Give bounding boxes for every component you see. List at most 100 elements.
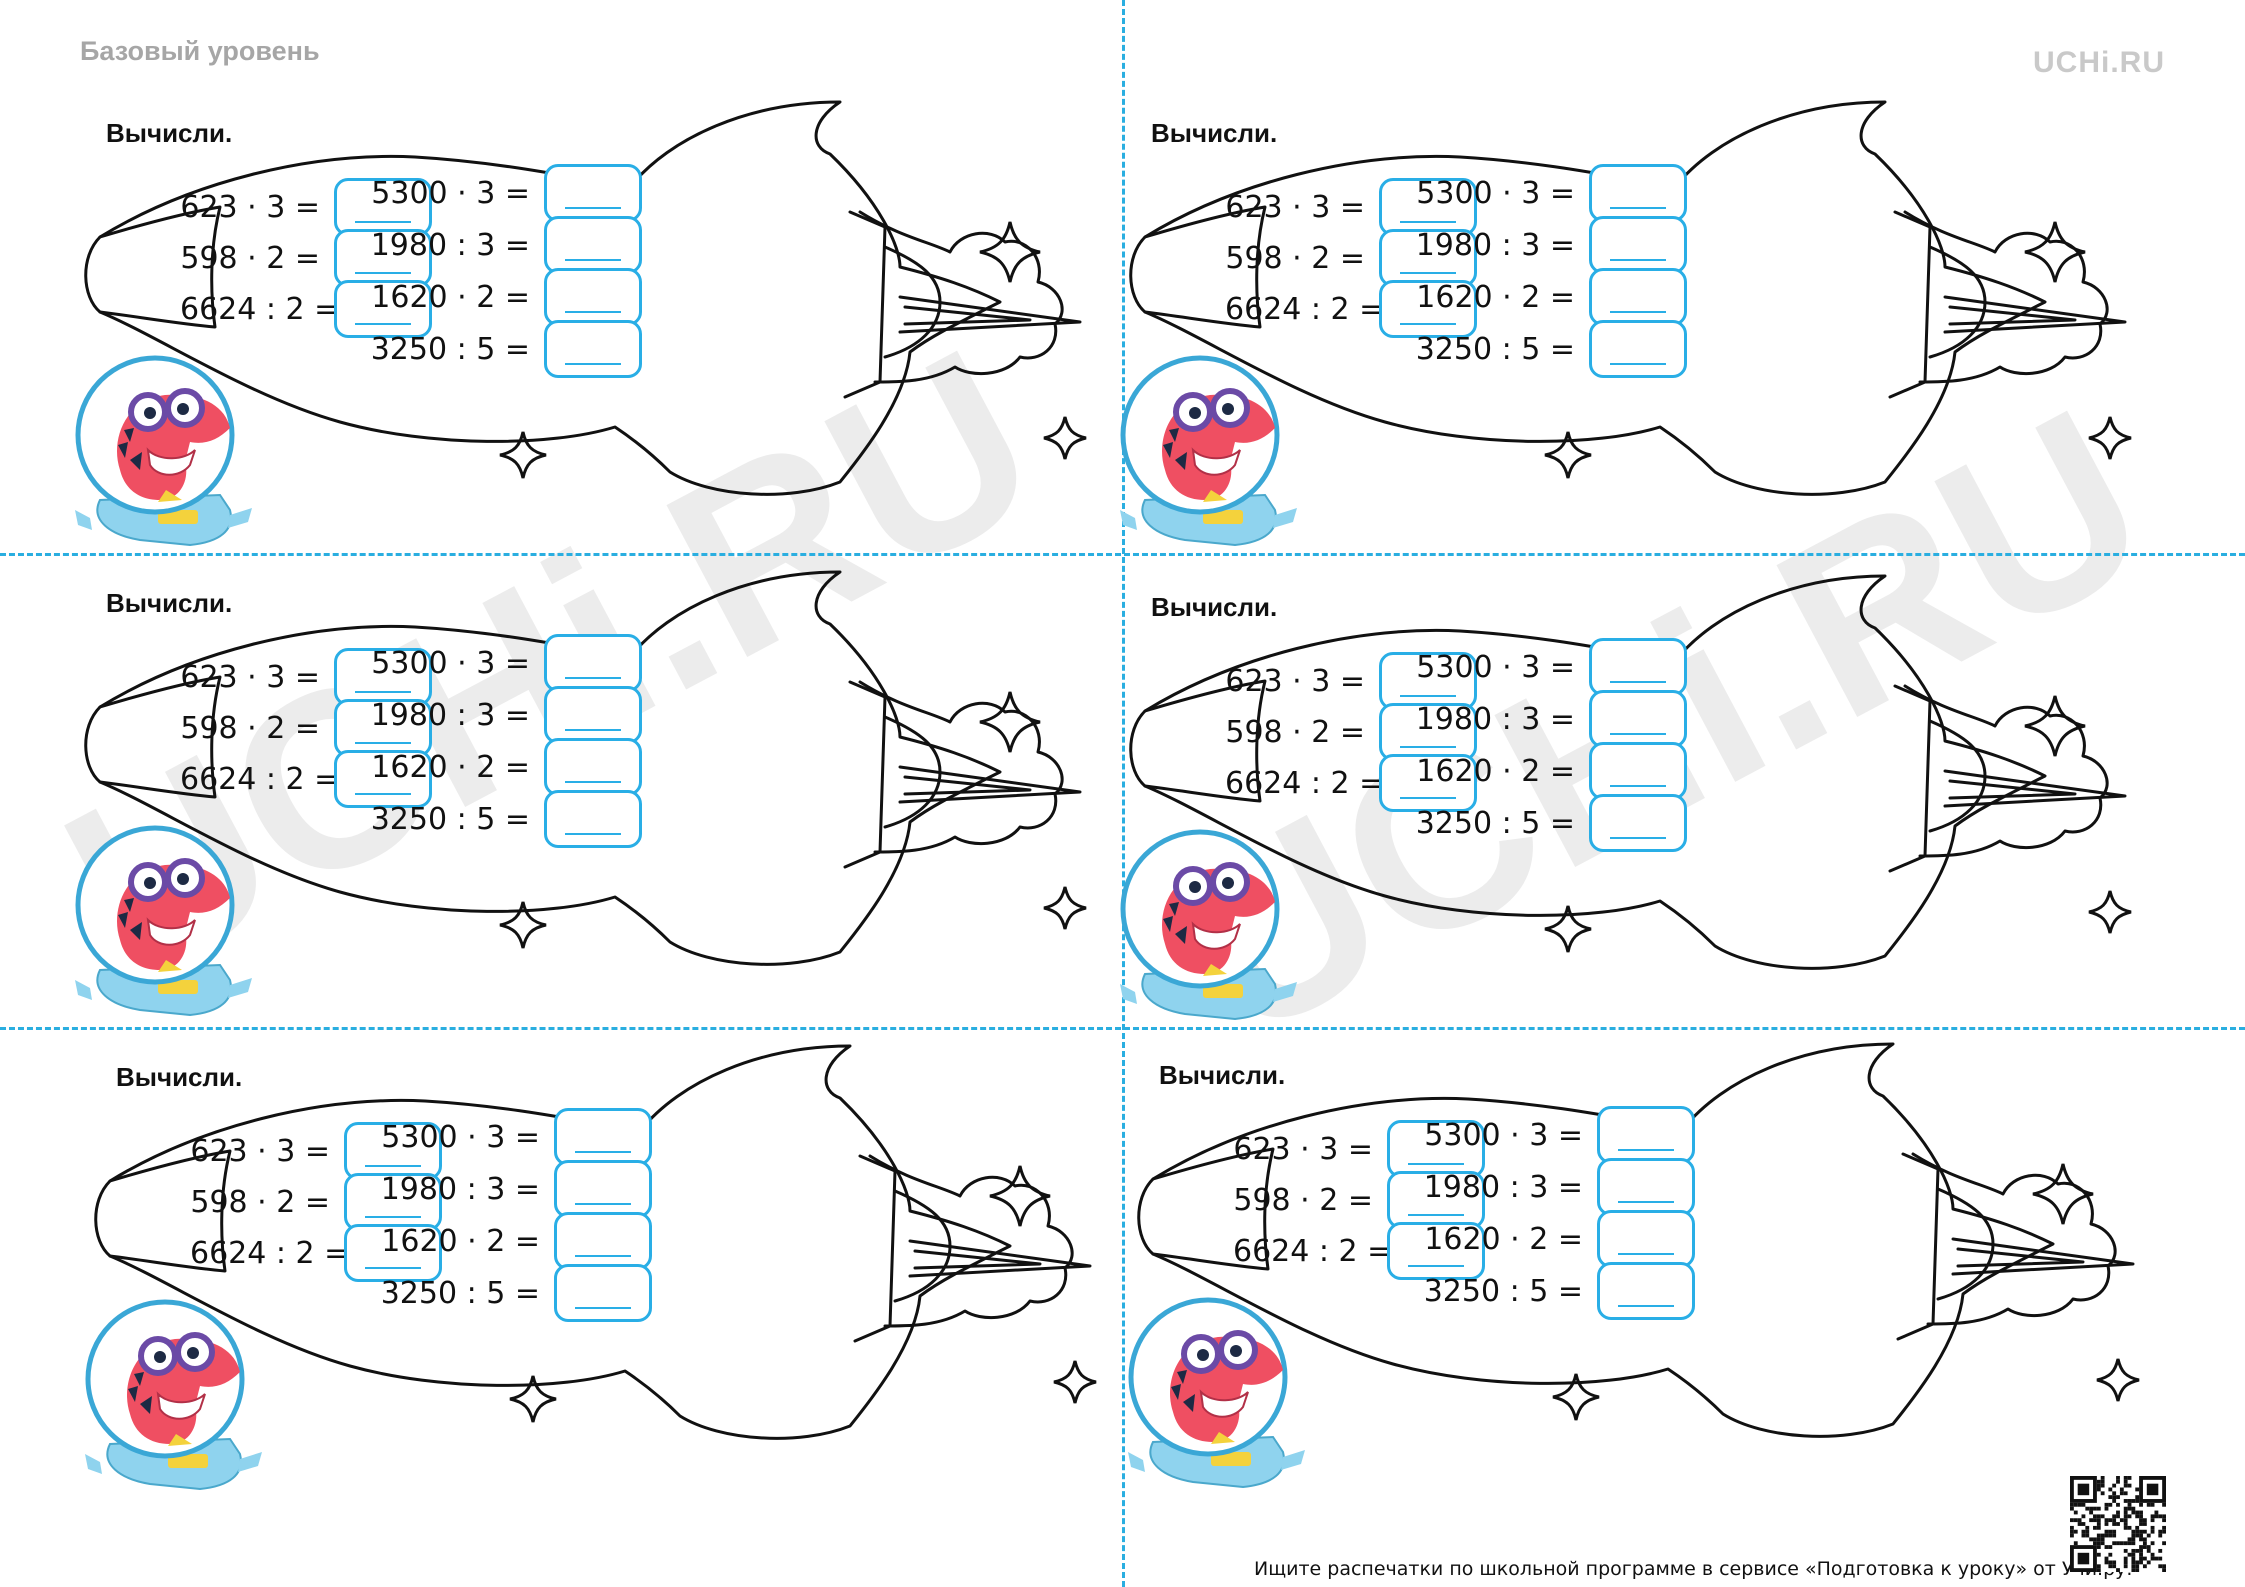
equation-text: 3250 : 5 = <box>1415 805 1575 841</box>
equation-row: 598 · 2 = <box>1225 703 1477 761</box>
answer-box[interactable] <box>544 686 642 744</box>
equation-text: 5300 · 3 = <box>371 645 530 681</box>
answer-box[interactable] <box>1589 268 1687 326</box>
answer-box[interactable] <box>1379 280 1477 338</box>
equation-row: 1980 : 3 = <box>1423 1158 1695 1216</box>
equation-text: 598 · 2 = <box>1233 1182 1373 1218</box>
task-card: Вычисли. 623 · 3 =598 · 2 =6624 : 2 =530… <box>1115 536 2235 1021</box>
equation-text: 1620 · 2 = <box>1424 1221 1583 1257</box>
equation-text: 3250 : 5 = <box>1415 331 1575 367</box>
answer-box[interactable] <box>334 280 432 338</box>
equation-text: 5300 · 3 = <box>1416 649 1575 685</box>
equation-text: 598 · 2 = <box>1225 714 1365 750</box>
equation-row: 1620 · 2 = <box>1423 1210 1695 1268</box>
equation-row: 3250 : 5 = <box>1415 794 1687 852</box>
answer-box[interactable] <box>1597 1158 1695 1216</box>
equation-row: 1620 · 2 = <box>1415 268 1687 326</box>
equation-text: 5300 · 3 = <box>381 1119 540 1155</box>
equation-text: 6624 : 2 = <box>1225 765 1385 801</box>
answer-box[interactable] <box>1597 1262 1695 1320</box>
answer-box[interactable] <box>1387 1222 1485 1280</box>
equation-row: 3250 : 5 = <box>370 320 642 378</box>
answer-box[interactable] <box>544 738 642 796</box>
equation-row: 623 · 3 = <box>180 648 432 706</box>
equation-text: 5300 · 3 = <box>371 175 530 211</box>
equation-row: 5300 · 3 = <box>1423 1106 1695 1164</box>
equation-row: 598 · 2 = <box>180 229 432 287</box>
equation-row: 1620 · 2 = <box>1415 742 1687 800</box>
answer-box[interactable] <box>344 1224 442 1282</box>
answer-box[interactable] <box>334 648 432 706</box>
answer-box[interactable] <box>554 1264 652 1322</box>
answer-box[interactable] <box>544 320 642 378</box>
equation-text: 598 · 2 = <box>180 240 320 276</box>
answer-box[interactable] <box>1387 1120 1485 1178</box>
equation-text: 623 · 3 = <box>1233 1131 1373 1167</box>
equation-row: 1980 : 3 = <box>1415 216 1687 274</box>
equation-text: 1980 : 3 = <box>1415 227 1575 263</box>
rocket-outline <box>84 100 1087 496</box>
answer-box[interactable] <box>1589 742 1687 800</box>
qr-code-icon[interactable] <box>2070 1476 2166 1572</box>
equation-text: 1620 · 2 = <box>1416 279 1575 315</box>
answer-box[interactable] <box>544 164 642 222</box>
task-title: Вычисли. <box>1151 118 1278 148</box>
answer-box[interactable] <box>1379 754 1477 812</box>
task-card: Вычисли. 623 · 3 =598 · 2 =6624 : 2 =530… <box>70 62 1190 547</box>
equation-row: 623 · 3 = <box>1225 178 1477 236</box>
equation-text: 6624 : 2 = <box>1233 1233 1393 1269</box>
equation-text: 3250 : 5 = <box>370 801 530 837</box>
answer-box[interactable] <box>544 268 642 326</box>
equation-text: 5300 · 3 = <box>1424 1117 1583 1153</box>
footer-note: Ищите распечатки по школьной программе в… <box>1254 1558 2133 1580</box>
cut-line-vertical <box>1122 0 1125 1587</box>
equation-row: 5300 · 3 = <box>1415 164 1687 222</box>
level-label: Базовый уровень <box>80 36 320 66</box>
equation-text: 5300 · 3 = <box>1416 175 1575 211</box>
answer-box[interactable] <box>544 634 642 692</box>
answer-box[interactable] <box>544 790 642 848</box>
equation-text: 1980 : 3 = <box>370 697 530 733</box>
equation-row: 1620 · 2 = <box>370 738 642 796</box>
cut-line-horizontal <box>0 1027 2245 1030</box>
answer-box[interactable] <box>554 1108 652 1166</box>
equation-row: 6624 : 2 = <box>1225 280 1477 338</box>
equation-row: 623 · 3 = <box>180 178 432 236</box>
equation-row: 598 · 2 = <box>1225 229 1477 287</box>
equation-row: 3250 : 5 = <box>1415 320 1687 378</box>
answer-box[interactable] <box>1589 320 1687 378</box>
task-title: Вычисли. <box>1159 1060 1286 1090</box>
rocket-outline <box>1137 1042 2140 1438</box>
equation-text: 1620 · 2 = <box>1416 753 1575 789</box>
answer-box[interactable] <box>544 216 642 274</box>
task-card: Вычисли. 623 · 3 = 598 · 2 = 6624 : 2 = 530… <box>1123 1004 2243 1489</box>
answer-box[interactable] <box>554 1160 652 1218</box>
equation-row: 623 · 3 = <box>1225 652 1477 710</box>
equation-text: 623 · 3 = <box>190 1133 330 1169</box>
equation-text: 1980 : 3 = <box>1423 1169 1583 1205</box>
answer-box[interactable] <box>1379 229 1477 287</box>
answer-box[interactable] <box>1597 1210 1695 1268</box>
answer-box[interactable] <box>1589 216 1687 274</box>
equation-row: 623 · 3 = <box>1233 1120 1485 1178</box>
answer-box[interactable] <box>1597 1106 1695 1164</box>
equation-row: 1620 · 2 = <box>380 1212 652 1270</box>
answer-box[interactable] <box>334 750 432 808</box>
equation-text: 598 · 2 = <box>180 710 320 746</box>
answer-box[interactable] <box>1589 794 1687 852</box>
task-card: Вычисли. 623 · 3 =598 · 2 =6624 : 2 =530… <box>70 532 1190 1017</box>
dino-astronaut-mascot <box>75 825 252 1017</box>
equation-row: 6624 : 2 = <box>1225 754 1477 812</box>
answer-box[interactable] <box>1589 638 1687 696</box>
equation-row: 5300 · 3 = <box>1415 638 1687 696</box>
answer-box[interactable] <box>1589 690 1687 748</box>
equation-row: 5300 · 3 = <box>370 634 642 692</box>
equation-text: 3250 : 5 = <box>380 1275 540 1311</box>
task-card: Вычисли. 623 · 3 =598 · 2 =6624 : 2 =530… <box>80 1006 1200 1491</box>
dino-astronaut-mascot <box>1128 1297 1305 1489</box>
equation-text: 3250 : 5 = <box>370 331 530 367</box>
answer-box[interactable] <box>1589 164 1687 222</box>
answer-box[interactable] <box>334 178 432 236</box>
equation-row: 623 · 3 = <box>190 1122 442 1180</box>
answer-box[interactable] <box>554 1212 652 1270</box>
